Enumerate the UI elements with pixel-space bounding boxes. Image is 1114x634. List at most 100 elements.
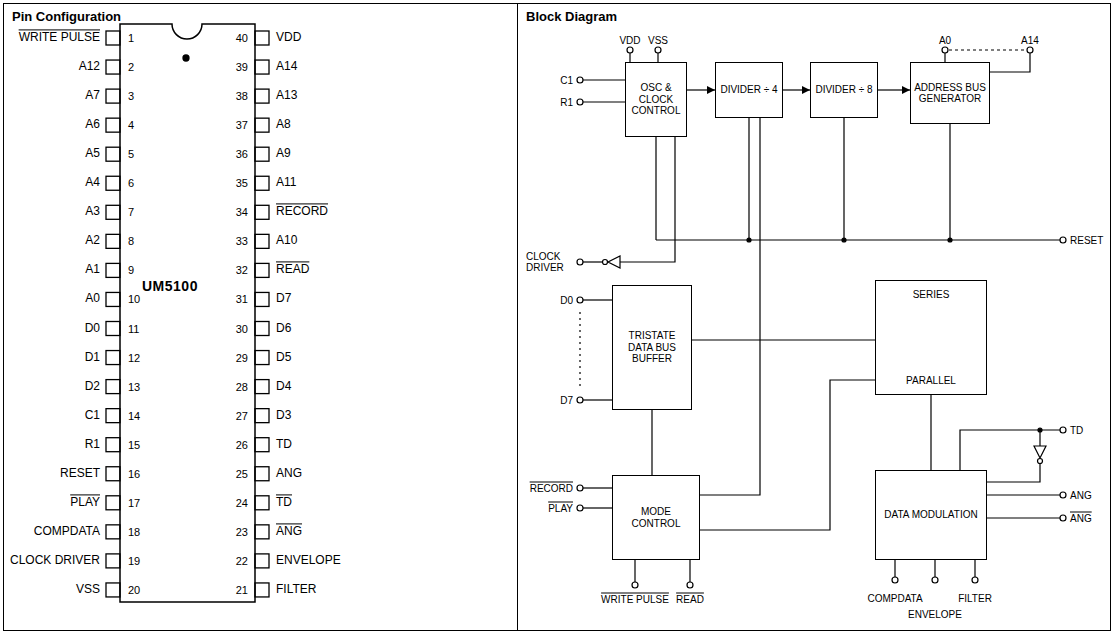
pin-lead bbox=[255, 438, 269, 452]
pin-lead bbox=[106, 554, 120, 568]
signal-connector bbox=[687, 89, 715, 90]
block-label: TRISTATE DATA BUS BUFFER bbox=[616, 330, 688, 365]
pin-lead bbox=[255, 176, 269, 190]
pin-number: 16 bbox=[128, 468, 140, 480]
pin-number: 7 bbox=[128, 206, 134, 218]
pin-name: A5 bbox=[85, 148, 100, 161]
pin-lead bbox=[106, 322, 120, 336]
signal-name: C1 bbox=[560, 75, 573, 86]
pin-name: A1 bbox=[85, 264, 100, 277]
process-box: DIVIDER ÷ 4 bbox=[715, 62, 783, 118]
pin-name: RESET bbox=[60, 467, 100, 480]
pin-number: 26 bbox=[236, 439, 248, 451]
signal-name: ANG bbox=[1070, 490, 1092, 501]
pin-name: ANG bbox=[276, 525, 302, 538]
pin-lead bbox=[106, 176, 120, 190]
pin-lead bbox=[106, 205, 120, 219]
pin-lead bbox=[255, 409, 269, 423]
pin-lead bbox=[255, 60, 269, 74]
block-label: DIVIDER ÷ 8 bbox=[815, 84, 872, 96]
pin-name: A7 bbox=[85, 90, 100, 103]
pin-name: PLAY bbox=[70, 496, 100, 509]
pin-lead bbox=[106, 351, 120, 365]
pin-name: D3 bbox=[276, 409, 291, 422]
pin-lead bbox=[255, 292, 269, 306]
pin-name: VDD bbox=[276, 31, 301, 44]
signal-name: D7 bbox=[560, 395, 573, 406]
pin-lead bbox=[255, 467, 269, 481]
signal-name: VSS bbox=[648, 35, 668, 46]
pin-name: A6 bbox=[85, 119, 100, 132]
block-label: UM5100 bbox=[142, 278, 255, 294]
pin-number: 8 bbox=[128, 235, 134, 247]
pin-name: D0 bbox=[85, 322, 100, 335]
pin-name: A11 bbox=[276, 177, 296, 190]
block-wires bbox=[577, 47, 1066, 588]
process-box: DIVIDER ÷ 8 bbox=[810, 62, 878, 118]
pin-name: TD bbox=[276, 496, 292, 509]
pin-number: 14 bbox=[128, 410, 140, 422]
pin-number: 13 bbox=[128, 381, 140, 393]
pin-lead bbox=[106, 263, 120, 277]
block-label: DIVIDER ÷ 4 bbox=[720, 84, 777, 96]
pin-number: 30 bbox=[236, 322, 248, 334]
pin-number: 3 bbox=[128, 90, 134, 102]
pin-number: 21 bbox=[236, 584, 248, 596]
block-label: Pin Configuration bbox=[12, 9, 509, 24]
pin-lead bbox=[255, 351, 269, 365]
pin-number: 4 bbox=[128, 119, 134, 131]
pin-number: 18 bbox=[128, 526, 140, 538]
block-label: Block Diagram bbox=[526, 9, 1102, 24]
panel-frame: Pin ConfigurationUM5100 bbox=[3, 3, 518, 631]
pin-name: C1 bbox=[85, 409, 100, 422]
signal-name: WRITE PULSE bbox=[601, 594, 669, 605]
pin-lead bbox=[255, 89, 269, 103]
signal-name: R1 bbox=[560, 97, 573, 108]
pin-lead bbox=[106, 147, 120, 161]
pin-name: READ bbox=[276, 264, 309, 277]
pin-lead bbox=[106, 496, 120, 510]
block-label: SERIES bbox=[913, 289, 950, 301]
pin-name: ANG bbox=[276, 467, 302, 480]
signal-connector bbox=[930, 395, 931, 470]
pin-number: 10 bbox=[128, 293, 140, 305]
signal-name: ANG bbox=[1070, 513, 1092, 524]
pin-number: 17 bbox=[128, 497, 140, 509]
pin-number: 25 bbox=[236, 468, 248, 480]
pin-number: 33 bbox=[236, 235, 248, 247]
pin-name: D4 bbox=[276, 380, 291, 393]
signal-connector bbox=[783, 89, 810, 90]
pin-name: WRITE PULSE bbox=[19, 31, 100, 44]
pin-name: A0 bbox=[85, 293, 100, 306]
pin-number: 38 bbox=[236, 90, 248, 102]
pin-name: A8 bbox=[276, 119, 291, 132]
pin-lead bbox=[106, 438, 120, 452]
pin-name: A4 bbox=[85, 177, 100, 190]
pin-name: D6 bbox=[276, 322, 291, 335]
signal-name: CLOCK DRIVER bbox=[526, 251, 574, 273]
signal-name: RESET bbox=[1070, 235, 1103, 246]
pin-lead bbox=[255, 205, 269, 219]
pin-number: 29 bbox=[236, 352, 248, 364]
signal-name: D0 bbox=[560, 295, 573, 306]
pin-name: VSS bbox=[76, 583, 100, 596]
pin-name: COMPDATA bbox=[34, 525, 100, 538]
pin-lead bbox=[106, 60, 120, 74]
pin-lead bbox=[106, 31, 120, 45]
block-label: DATA MODULATION bbox=[884, 509, 977, 521]
block-label: MODE CONTROL bbox=[616, 506, 696, 529]
pin-number: 27 bbox=[236, 410, 248, 422]
signal-name: RECORD bbox=[530, 483, 573, 494]
process-box: ADDRESS BUS GENERATOR bbox=[910, 62, 990, 124]
pin-number: 40 bbox=[236, 32, 248, 44]
signal-name: ENVELOPE bbox=[908, 609, 962, 620]
pin-lead bbox=[255, 525, 269, 539]
pin-lead bbox=[106, 409, 120, 423]
pin-number: 6 bbox=[128, 177, 134, 189]
pin-lead bbox=[255, 496, 269, 510]
block-label: PARALLEL bbox=[906, 375, 956, 387]
pin-number: 9 bbox=[128, 264, 134, 276]
pin-name: A14 bbox=[276, 60, 297, 73]
signal-connector bbox=[700, 380, 875, 530]
pin-lead bbox=[106, 234, 120, 248]
